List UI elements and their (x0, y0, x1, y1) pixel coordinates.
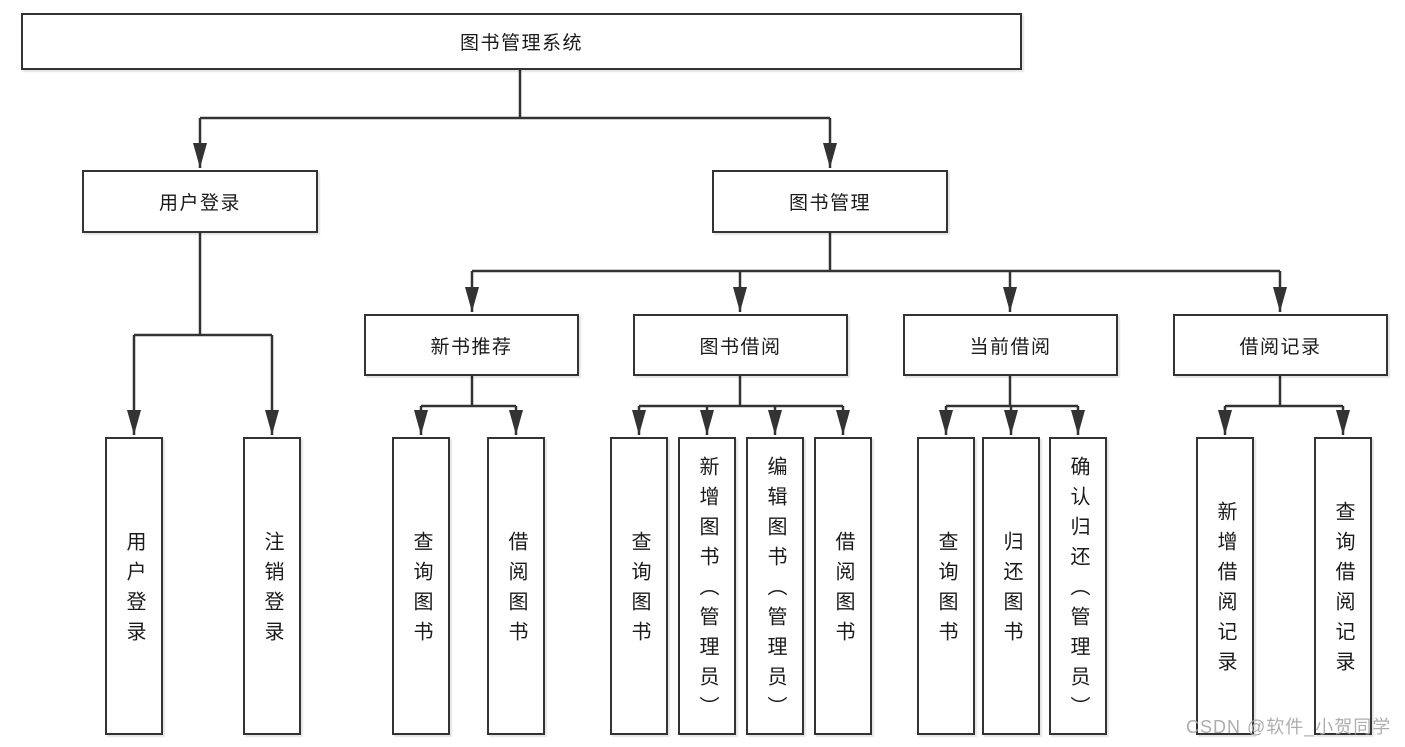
node-user-login: 用户登录 (82, 170, 318, 233)
node-label: 图书管理系统 (459, 33, 583, 54)
leaf-query-books: 查询图书 (392, 437, 450, 735)
leaf-query-books: 查询图书 (610, 437, 668, 735)
leaf-label: 借阅图书 (505, 531, 527, 651)
leaf-logout: 注销登录 (243, 437, 301, 735)
leaf-label: 查询借阅记录 (1332, 501, 1354, 681)
node-current-borrowing: 当前借阅 (903, 314, 1118, 376)
node-new-book-recommendation: 新书推荐 (364, 314, 579, 376)
leaf-label: 查询图书 (935, 531, 957, 651)
node-label: 图书管理 (788, 193, 871, 214)
leaf-add-borrow-record: 新增借阅记录 (1196, 437, 1254, 735)
node-borrowing-records: 借阅记录 (1173, 314, 1388, 376)
leaf-borrow-books: 借阅图书 (487, 437, 545, 735)
leaf-label: 查询图书 (628, 531, 650, 651)
leaf-label: 确认归还（管理员） (1067, 456, 1089, 726)
node-book-borrowing: 图书借阅 (633, 314, 848, 376)
leaf-label: 查询图书 (410, 531, 432, 651)
leaf-add-books-admin: 新增图书（管理员） (678, 437, 736, 735)
leaf-user-login: 用户登录 (105, 437, 163, 735)
csdn-watermark: CSDN @软件_小贺同学 (1186, 717, 1392, 737)
leaf-label: 归还图书 (1000, 531, 1022, 651)
leaf-borrow-books: 借阅图书 (814, 437, 872, 735)
node-label: 当前借阅 (969, 336, 1052, 358)
leaf-label: 用户登录 (123, 531, 145, 651)
leaf-label: 新增图书（管理员） (696, 456, 718, 726)
node-book-management: 图书管理 (712, 170, 948, 233)
leaf-query-books: 查询图书 (917, 437, 975, 735)
leaf-edit-books-admin: 编辑图书（管理员） (746, 437, 804, 735)
leaf-label: 编辑图书（管理员） (764, 456, 786, 726)
leaf-label: 新增借阅记录 (1214, 501, 1236, 681)
connector-trunks (134, 70, 1343, 408)
leaf-confirm-return-admin: 确认归还（管理员） (1049, 437, 1107, 735)
node-label: 用户登录 (158, 193, 241, 214)
leaf-label: 注销登录 (261, 531, 283, 651)
node-library-management-system: 图书管理系统 (21, 13, 1022, 70)
leaf-return-books: 归还图书 (982, 437, 1040, 735)
leaf-query-borrow-record: 查询借阅记录 (1314, 437, 1372, 735)
node-label: 借阅记录 (1239, 336, 1322, 358)
node-label: 图书借阅 (699, 336, 782, 358)
leaf-label: 借阅图书 (832, 531, 854, 651)
node-label: 新书推荐 (430, 336, 513, 358)
